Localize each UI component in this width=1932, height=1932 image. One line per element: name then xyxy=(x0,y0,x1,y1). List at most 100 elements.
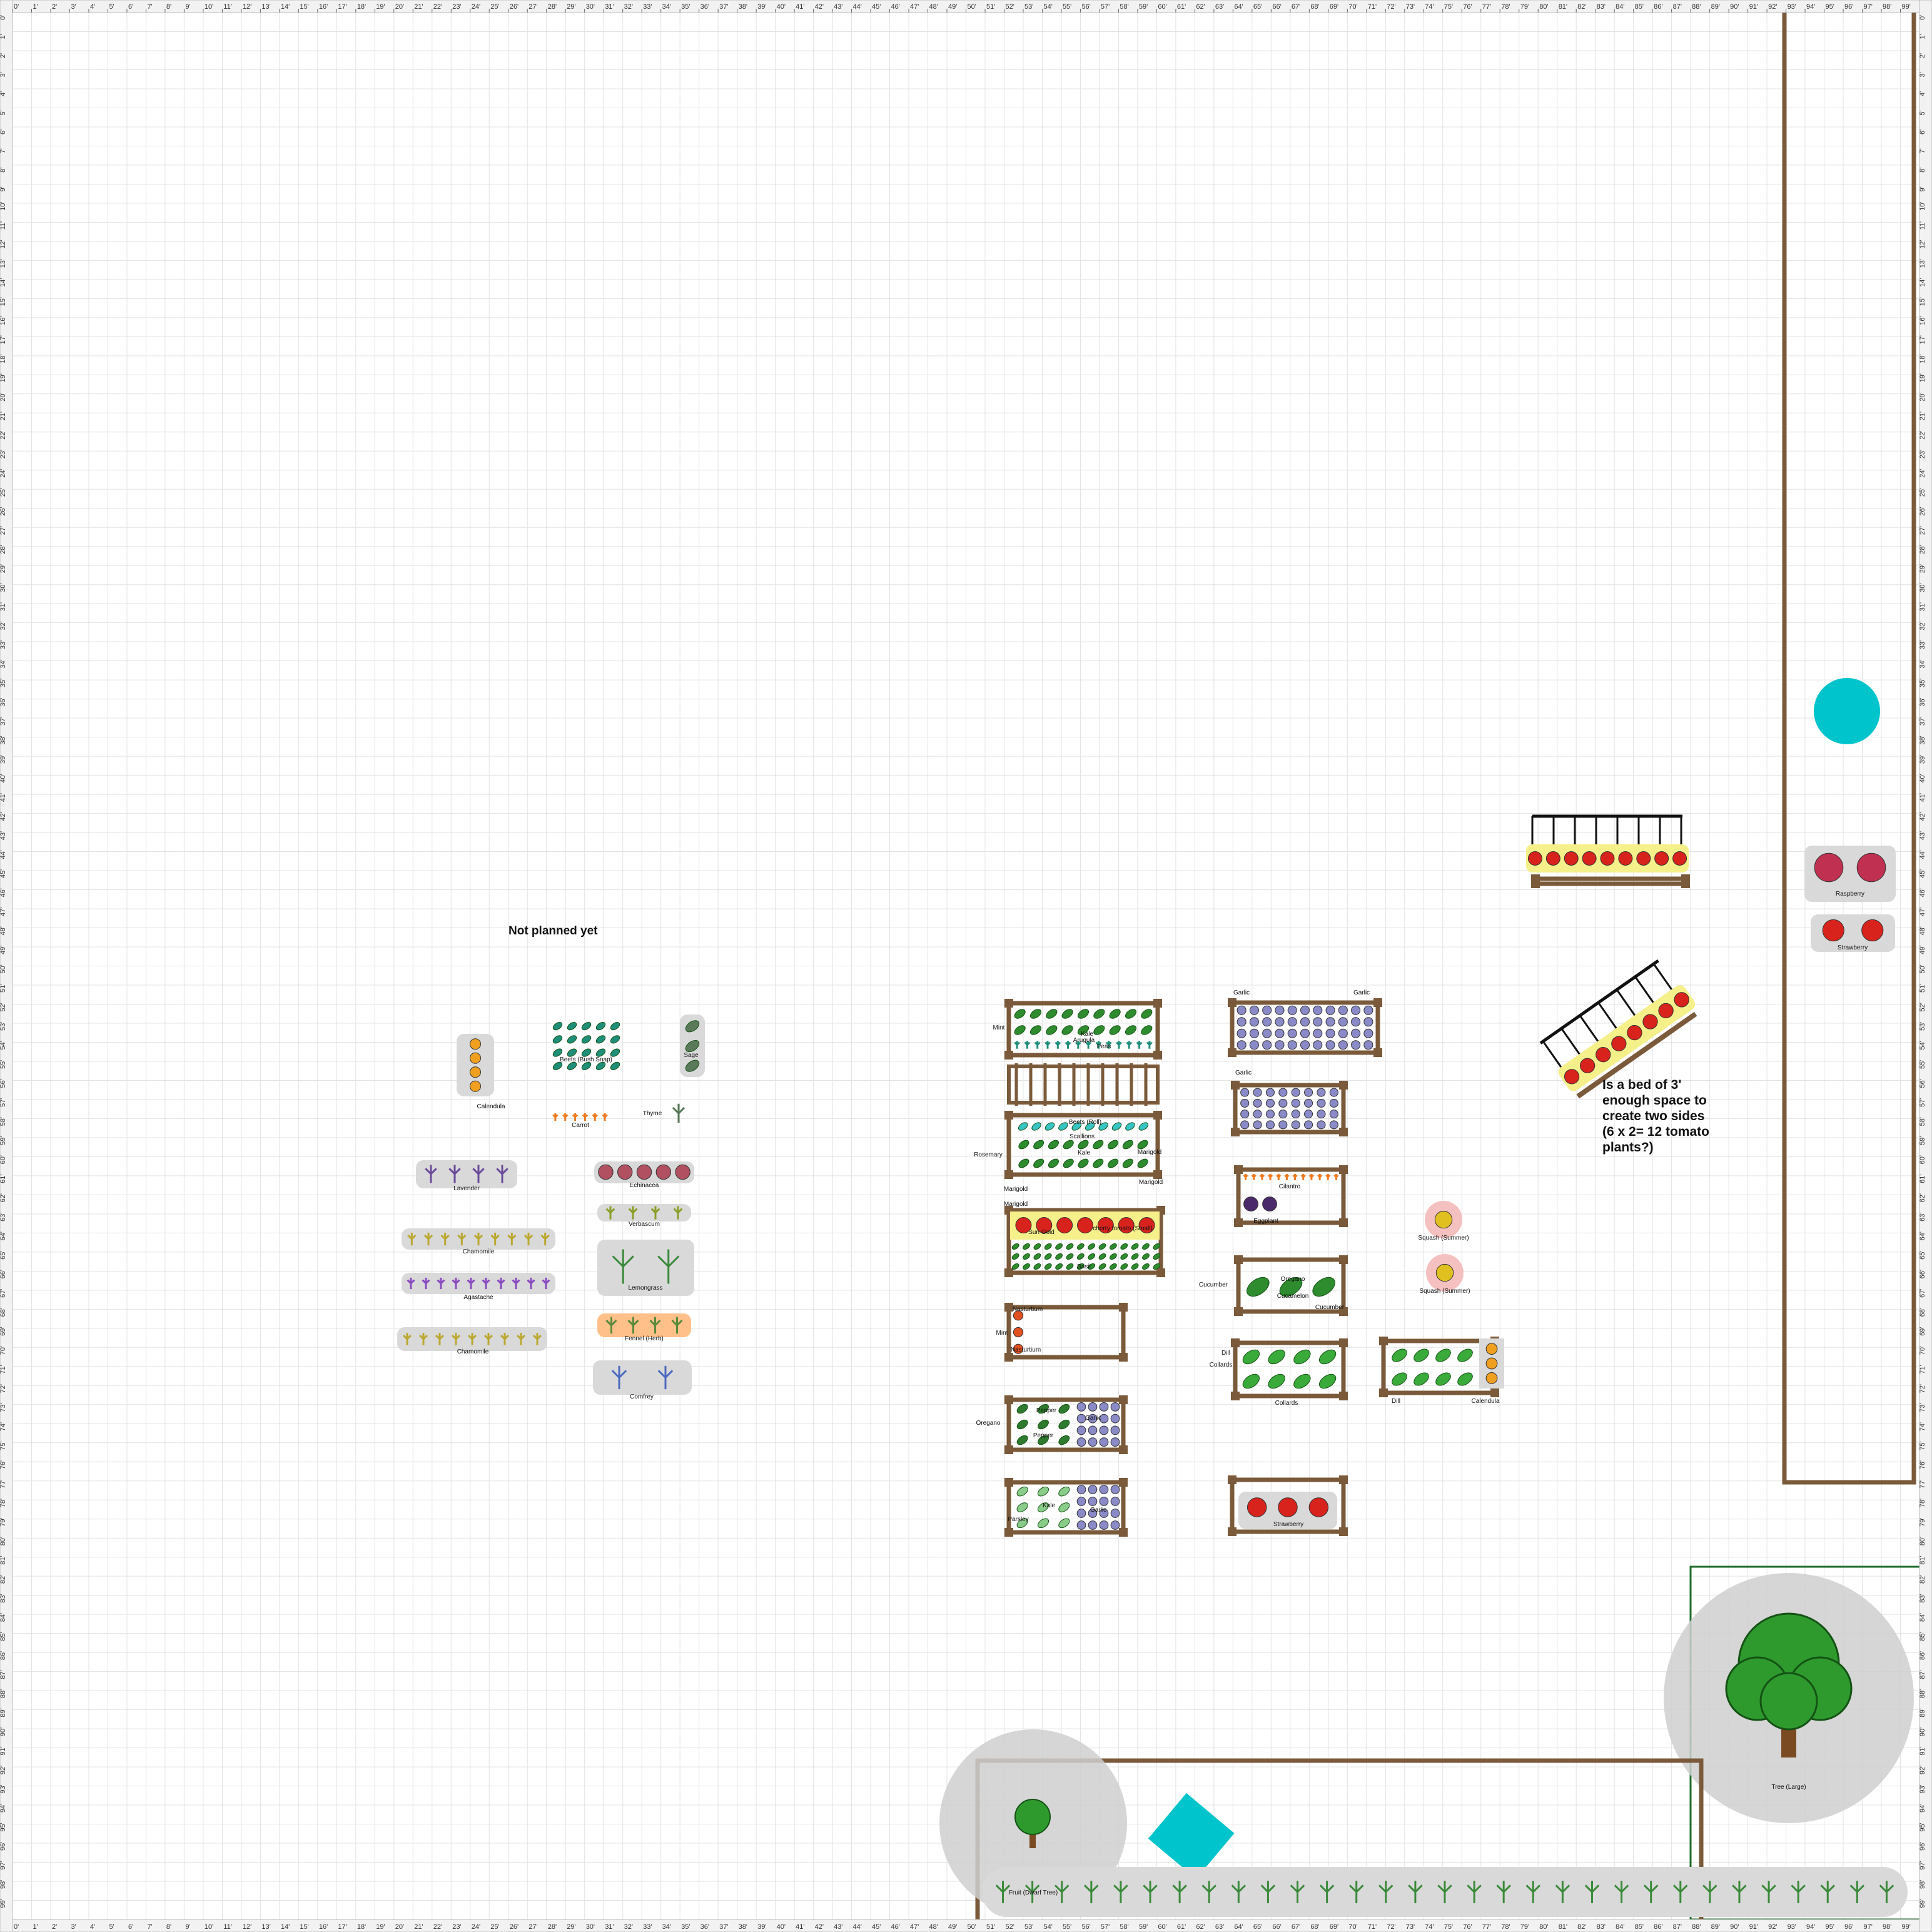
plant-icon xyxy=(582,1113,589,1121)
ruler-label-left: 82' xyxy=(0,1575,7,1584)
ruler-label-right: 33' xyxy=(1919,640,1926,649)
plant-label: Marigold xyxy=(1139,1179,1163,1186)
bed-cilantro-eggplant[interactable] xyxy=(1234,1165,1348,1227)
patch-lavender[interactable] xyxy=(416,1160,517,1188)
ruler-label-bottom: 52' xyxy=(1005,1923,1014,1931)
bed-collards[interactable] xyxy=(1231,1338,1348,1400)
bed-post xyxy=(1234,1307,1243,1316)
plant-icon xyxy=(552,1113,559,1121)
ruler-label-top: 90' xyxy=(1730,3,1739,11)
water-square[interactable] xyxy=(1148,1793,1235,1879)
bed-beets-kale[interactable] xyxy=(1004,1111,1162,1179)
ruler-label-top: 9' xyxy=(185,3,190,11)
patch-fennel[interactable] xyxy=(597,1313,691,1337)
patch-comfrey[interactable] xyxy=(593,1360,692,1395)
plant-icon xyxy=(1078,1158,1089,1168)
bed-garlic-2[interactable] xyxy=(1231,1081,1348,1136)
ruler-label-right: 74' xyxy=(1919,1422,1926,1431)
ruler-label-right: 88' xyxy=(1919,1689,1926,1698)
plant-label: Parsley xyxy=(1008,1516,1028,1523)
plant-label: Squash (Summer) xyxy=(1418,1235,1469,1242)
plant-icon xyxy=(605,1317,617,1334)
plant-icon xyxy=(1054,1881,1070,1903)
ruler-label-top: 14' xyxy=(281,3,290,11)
ruler-label-left: 44' xyxy=(0,850,7,859)
plant-icon xyxy=(1485,1357,1498,1370)
patch-verbascum[interactable] xyxy=(597,1204,691,1221)
plant-carrot xyxy=(552,1113,608,1121)
plant-icon xyxy=(1262,1196,1277,1211)
plant-icon xyxy=(1291,1110,1300,1119)
ruler-bar xyxy=(0,1919,1932,1932)
bed-post xyxy=(1339,1128,1348,1136)
bed-post xyxy=(1004,1051,1013,1060)
water-circle-icon[interactable] xyxy=(1814,678,1880,744)
patch-beets[interactable] xyxy=(550,1019,622,1073)
plant-icon xyxy=(1110,1485,1120,1494)
ruler-label-left: 7' xyxy=(0,148,7,153)
ruler-label-bottom: 4' xyxy=(90,1923,95,1931)
note-line: Is a bed of 3' xyxy=(1602,1078,1682,1092)
bed-pepper-garlic[interactable] xyxy=(1004,1395,1128,1454)
ruler-label-top: 22' xyxy=(433,3,442,11)
bed-strawberry[interactable] xyxy=(1228,1475,1348,1536)
tomato-trellis-diagonal[interactable] xyxy=(1538,957,1702,1100)
fence-right[interactable] xyxy=(1782,13,1916,1485)
plant-icon xyxy=(1038,1403,1049,1414)
plant-icon xyxy=(1076,1520,1086,1530)
bed-nasturtium[interactable] xyxy=(1004,1303,1128,1362)
bed-post xyxy=(1004,1268,1013,1277)
plant-group xyxy=(1076,1485,1120,1530)
plant-icon xyxy=(1596,1047,1611,1063)
plant-icon xyxy=(1240,1110,1250,1119)
plant-icon xyxy=(1849,1881,1865,1903)
patch-lemongrass[interactable] xyxy=(597,1240,694,1296)
bed-frame xyxy=(1233,1340,1346,1398)
plant-icon xyxy=(1317,1098,1326,1108)
plant-icon xyxy=(1392,1372,1407,1386)
plant-icon xyxy=(448,1165,461,1183)
bed-kale-garlic[interactable] xyxy=(1004,1478,1128,1537)
bed-cucumber-trellis[interactable] xyxy=(1234,1255,1348,1316)
plant-icon xyxy=(1243,1174,1248,1180)
bed-kale-peas[interactable] xyxy=(1004,999,1162,1060)
note-not-planned[interactable]: Not planned yet xyxy=(508,924,598,938)
patch-calendula[interactable] xyxy=(457,1034,494,1096)
ruler-label-right: 85' xyxy=(1919,1632,1926,1641)
plant-icon xyxy=(1643,1881,1659,1903)
trellis-frame[interactable] xyxy=(1007,1065,1160,1105)
plant-icon xyxy=(472,1165,485,1183)
tomatoes-row-1 xyxy=(1527,851,1687,866)
ruler-label-left: 5' xyxy=(0,110,7,115)
ruler-label-top: 49' xyxy=(948,3,957,11)
ruler-label-top: 25' xyxy=(490,3,499,11)
ruler-label-bottom: 24' xyxy=(472,1923,480,1931)
ruler-label-left: 0' xyxy=(0,15,7,20)
ruler-label-bottom: 71' xyxy=(1368,1923,1377,1931)
bed-post xyxy=(1231,1392,1240,1400)
ruler-label-left: 81' xyxy=(0,1555,7,1564)
ruler-label-right: 59' xyxy=(1919,1136,1926,1145)
bed-post xyxy=(1379,1337,1388,1345)
ruler-label-left: 30' xyxy=(0,583,7,592)
plant-thyme xyxy=(672,1103,685,1123)
ruler-label-bottom: 5' xyxy=(109,1923,114,1931)
ruler-label-right: 60' xyxy=(1919,1155,1926,1164)
plant-icon xyxy=(1099,1497,1109,1506)
ruler-label-bottom: 40' xyxy=(777,1923,786,1931)
plant-icon xyxy=(1076,1243,1085,1250)
plant-icon xyxy=(1278,1497,1298,1517)
note-tomato-question[interactable]: Is a bed of 3' enough space to create tw… xyxy=(1602,1077,1709,1155)
plant-icon xyxy=(1618,851,1633,866)
ruler-label-bottom: 17' xyxy=(338,1923,346,1931)
plant-icon xyxy=(1293,1349,1311,1365)
plant-icon xyxy=(552,1022,563,1031)
ruler-label-left: 20' xyxy=(0,392,7,401)
ruler-label-left: 37' xyxy=(0,717,7,726)
ruler-label-top: 84' xyxy=(1616,3,1624,11)
tomato-bed-1[interactable] xyxy=(1531,874,1690,888)
plant-icon xyxy=(598,1164,614,1180)
plant-icon xyxy=(1033,1158,1044,1168)
bed-garlic-1[interactable] xyxy=(1228,998,1382,1057)
